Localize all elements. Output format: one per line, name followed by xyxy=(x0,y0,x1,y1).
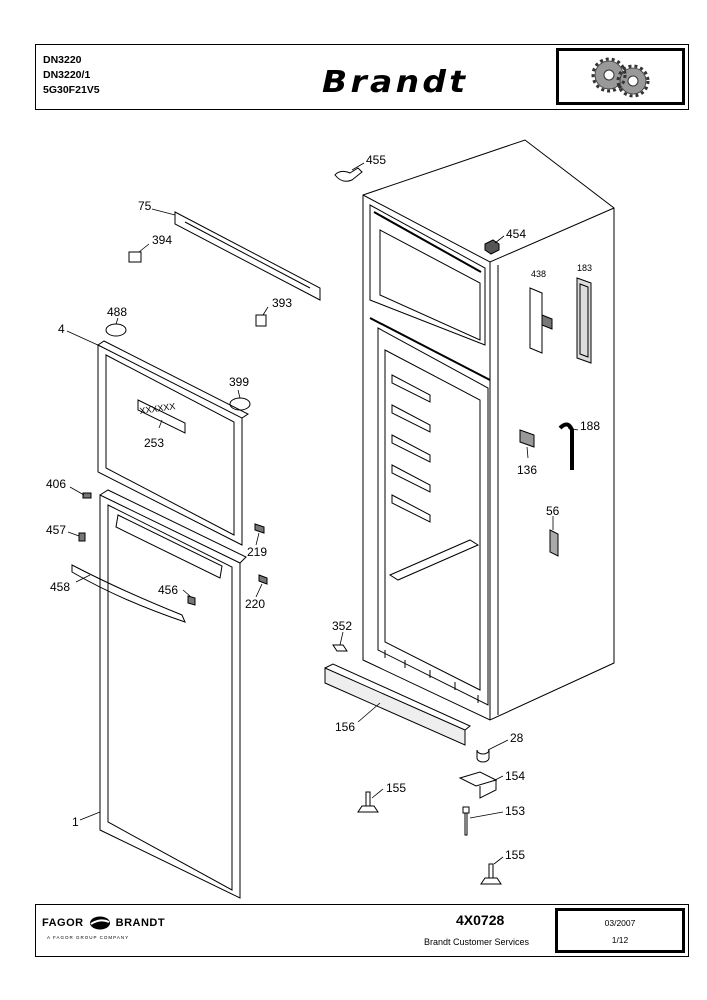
part-488-cap xyxy=(105,323,127,337)
callout-label: 393 xyxy=(272,296,292,310)
part-399-cap xyxy=(229,397,251,411)
callout-label: 28 xyxy=(510,731,524,745)
gears-icon xyxy=(591,57,650,98)
fagor-swoosh-icon xyxy=(89,916,110,930)
service-name: Brandt Customer Services xyxy=(424,937,530,947)
callout-label: 458 xyxy=(50,580,70,594)
callout-label: 406 xyxy=(46,477,66,491)
cabinet-shelves xyxy=(388,374,480,581)
callout-label: 154 xyxy=(505,769,525,783)
callout-label: 399 xyxy=(229,375,249,389)
callout-label: 1 xyxy=(72,815,79,829)
part-253-panel xyxy=(137,399,186,434)
callout-label: 136 xyxy=(517,463,537,477)
company-name: FAGOR xyxy=(42,917,84,929)
part-219 xyxy=(254,523,265,534)
model-code: DN3220/1 xyxy=(43,69,91,81)
title-block: DN3220 DN3220/1 5G30F21V5 Brandt xyxy=(35,44,689,110)
callout-label: 183 xyxy=(577,263,592,273)
model-list: DN3220 DN3220/1 5G30F21V5 xyxy=(43,53,100,98)
part-56-lamp xyxy=(549,529,559,557)
freezer-compartment xyxy=(369,204,486,346)
part-1-fridge-door xyxy=(99,494,241,899)
part-188-tube xyxy=(558,422,574,470)
part-456 xyxy=(187,595,196,606)
part-458-handle xyxy=(71,564,186,623)
part-153-screw xyxy=(462,806,470,836)
part-4-freezer-door xyxy=(97,344,243,546)
part-154-bracket xyxy=(458,771,498,799)
page-number: 1/12 xyxy=(611,935,629,945)
gears-logo-box xyxy=(556,48,685,105)
callout-label: 156 xyxy=(335,720,355,734)
document-date: 03/2007 xyxy=(604,918,636,928)
callout-label: 56 xyxy=(546,504,560,518)
part-220 xyxy=(258,574,268,585)
part-183-panel xyxy=(576,277,592,364)
callout-label: 394 xyxy=(152,233,172,247)
callout-label: 457 xyxy=(46,523,66,537)
callout-label: 352 xyxy=(332,619,352,633)
callout-label: 438 xyxy=(531,269,546,279)
part-457 xyxy=(78,532,86,542)
cabinet-bottom-pins xyxy=(384,650,479,703)
callout-label: 220 xyxy=(245,597,265,611)
callout-label: 153 xyxy=(505,804,525,818)
callout-label: 155 xyxy=(505,848,525,862)
date-page-box: 03/2007 1/12 xyxy=(555,908,685,953)
callout-label: 188 xyxy=(580,419,600,433)
model-code: DN3220 xyxy=(43,54,82,66)
part-155-foot xyxy=(480,863,502,885)
callout-label: 253 xyxy=(144,436,164,450)
callout-label: 219 xyxy=(247,545,267,559)
part-136-thermostat xyxy=(519,429,535,448)
company-name-b: BRANDT xyxy=(115,917,166,929)
part-155-foot xyxy=(357,791,379,813)
part-75-hinge-bar xyxy=(174,211,321,301)
callout-label: 4 xyxy=(58,322,65,336)
callout-label: 454 xyxy=(506,227,526,241)
document-reference: 4X0728 xyxy=(456,912,505,928)
part-454 xyxy=(484,239,500,255)
callout-label: 455 xyxy=(366,153,386,167)
fridge-compartment xyxy=(377,327,489,706)
part-28-spacer xyxy=(476,749,490,763)
leader-lines xyxy=(66,162,579,865)
part-393 xyxy=(255,314,267,327)
company-tagline: A FAGOR GROUP COMPANY xyxy=(47,935,130,940)
part-455-hinge xyxy=(334,167,363,182)
panel-marking: XXXXXX xyxy=(139,401,176,416)
part-394 xyxy=(128,251,142,263)
model-code: 5G30F21V5 xyxy=(43,84,100,96)
callout-label: 456 xyxy=(158,583,178,597)
callout-label: 75 xyxy=(138,199,152,213)
part-438-bracket xyxy=(529,287,543,354)
callout-label: 488 xyxy=(107,305,127,319)
part-406 xyxy=(82,492,92,499)
footer-block: FAGOR BRANDT A FAGOR GROUP COMPANY 4X072… xyxy=(35,904,689,957)
part-callouts: 455 454 438 183 75 394 393 488 4 399 253… xyxy=(46,153,600,862)
part-352 xyxy=(332,644,348,652)
part-156-plinth xyxy=(324,667,466,746)
brand-logo: Brandt xyxy=(322,65,469,100)
callout-label: 155 xyxy=(386,781,406,795)
company-logo: FAGOR BRANDT xyxy=(42,916,165,930)
